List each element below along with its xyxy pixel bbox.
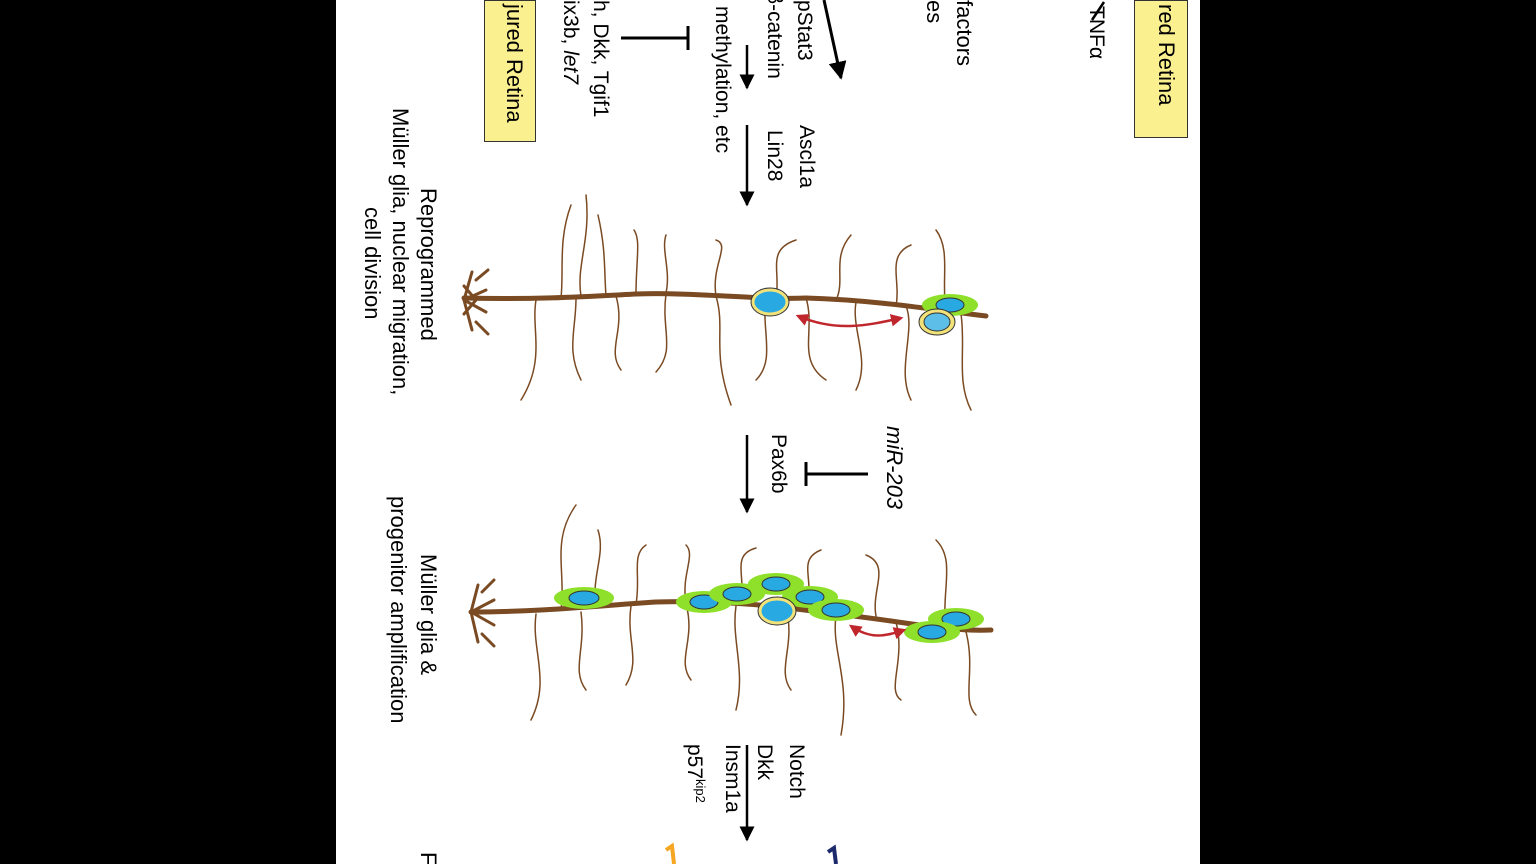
reprogrammed-label-2: Müller glia, nuclear migration, [388, 108, 413, 396]
factors-label: factors [952, 0, 977, 67]
tnf-label: TNFα [1085, 6, 1108, 59]
diagram-graphics [461, 0, 1106, 864]
reprogrammed-label-1: Reprogrammed [416, 188, 441, 341]
pax6b-label: Pax6b [767, 434, 790, 494]
reprogrammed-label-3: cell division [360, 207, 385, 320]
amplification-label-1: Müller glia & [416, 554, 441, 676]
inhibitor-bar-top [621, 26, 690, 50]
injured-retina-box-top [1134, 0, 1188, 138]
bcatenin-label: β-catenin [763, 0, 786, 79]
partial-orange-cell [664, 842, 676, 864]
injured-retina-box-left [484, 0, 536, 142]
es-label: es [922, 0, 947, 24]
mir203-inhibition-bar [804, 462, 868, 486]
insm1a-label: Insm1a [721, 744, 744, 813]
notch-label: Notch [785, 744, 808, 799]
muller-glia-nucleus-outline [750, 287, 790, 317]
reprogrammed-muller-glia [461, 194, 989, 411]
muller-glia-nucleus [751, 288, 789, 316]
dividing-glia-nucleus [923, 312, 951, 332]
p57-base: p57 [683, 744, 706, 780]
progenitor-nucleus [935, 297, 965, 313]
amplification-glia-outline [757, 596, 797, 626]
inhibitors-label-2: ix3b, let7 [558, 0, 582, 84]
p57-label: p57kip2 [682, 744, 712, 803]
factors-arrow [822, 0, 847, 80]
let7-label: let7 [559, 50, 582, 85]
pstat3-label: pStat3 [793, 0, 816, 61]
mir203-label: miR-203 [882, 426, 907, 510]
progenitor-cluster [554, 573, 984, 643]
amplification-migration-arrow [848, 624, 907, 640]
nuclear-migration-arrow [795, 314, 904, 328]
p57-superscript: kip2 [693, 779, 708, 803]
amplification-glia-nucleus [758, 597, 796, 625]
lin28-label: Lin28 [763, 130, 786, 182]
inhibitors-label-2a: ix3b, [559, 0, 582, 51]
inhibitors-label-1: h, Dkk, Tgif1 [589, 0, 612, 118]
injured-retina-label-top: red Retina [1154, 4, 1179, 106]
dkk-label: Dkk [753, 744, 776, 781]
injured-retina-label-left: jured Retina [502, 4, 527, 123]
bottom-partial-label: F [416, 852, 441, 864]
ascl1a-label: Ascl1a [795, 125, 818, 189]
methylation-label: methylation, etc [711, 6, 734, 154]
amplified-muller-glia [468, 504, 994, 736]
diagram-slide: red Retina jured Retina TNFα factors es … [336, 0, 1200, 864]
partial-navy-cell [826, 844, 838, 864]
amplification-label-2: progenitor amplification [386, 496, 411, 724]
tnf-slash-line [1090, 1, 1106, 21]
